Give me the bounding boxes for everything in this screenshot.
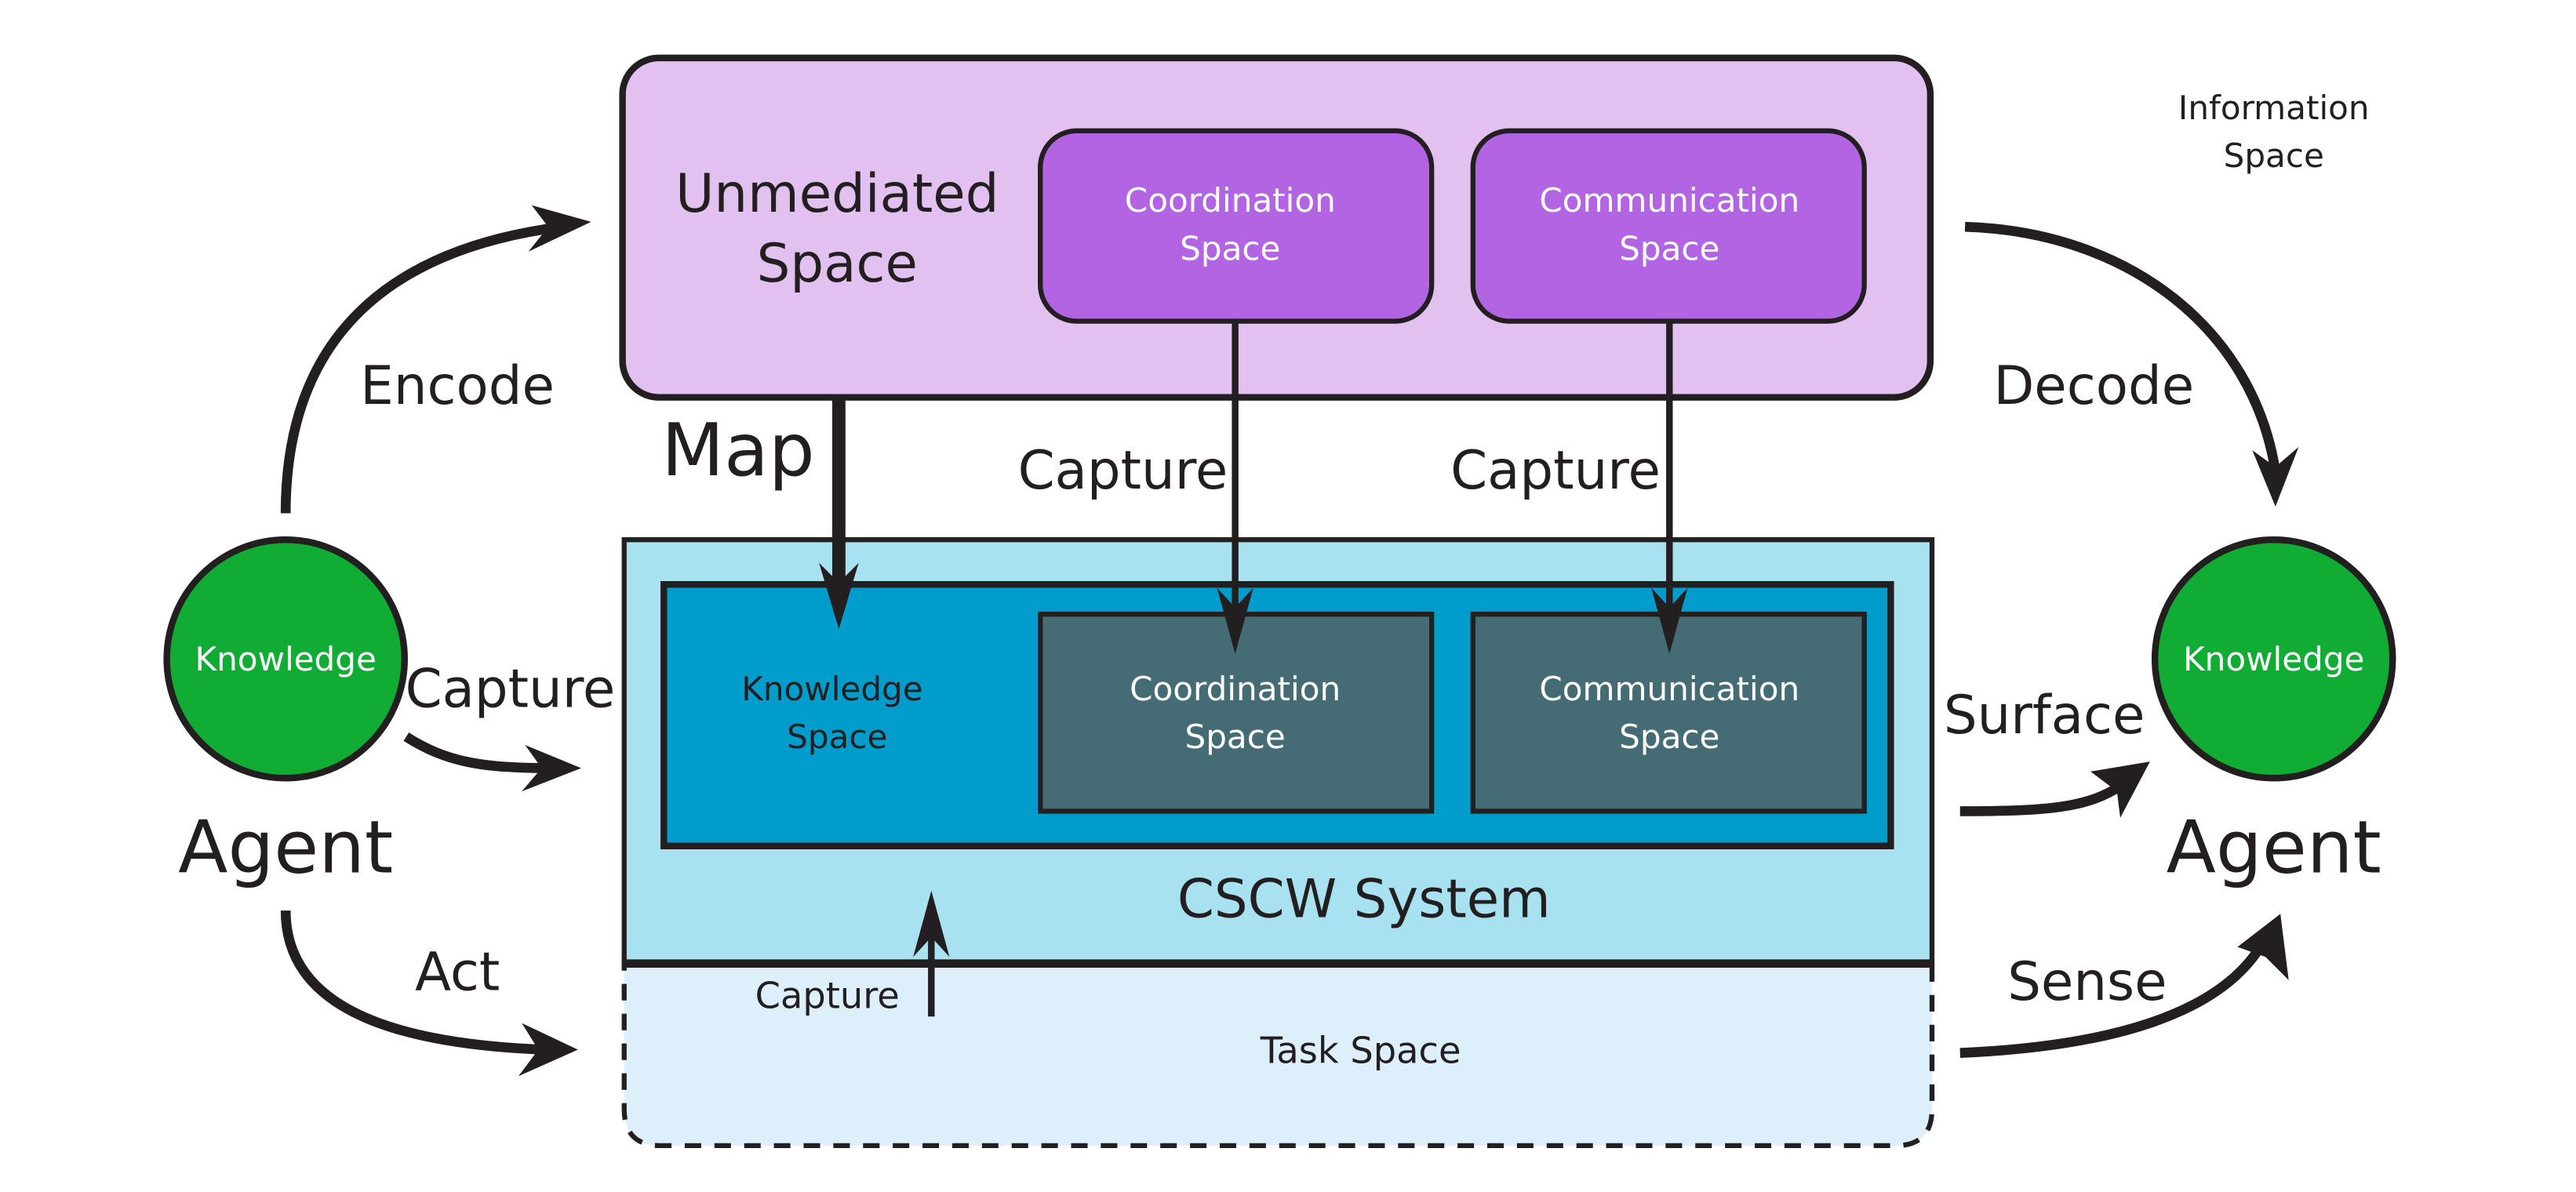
capture-coordination-arrow: Capture (1018, 321, 1253, 654)
unmediated-communication-label-line2: Space (1619, 229, 1719, 267)
right-agent-knowledge-label: Knowledge (2183, 640, 2364, 678)
cscw-system: CSCW System Knowledge Space Coordination… (621, 537, 1935, 968)
task-space-label: Task Space (1260, 1029, 1461, 1071)
map-arrow: Map (661, 397, 859, 630)
cscw-coordination-label-line1: Coordination (1130, 670, 1341, 708)
capture-task-label: Capture (755, 975, 900, 1017)
unmediated-communication-label-line1: Communication (1539, 181, 1799, 220)
cscw-coordination-label-line2: Space (1184, 718, 1285, 756)
knowledge-node (2151, 536, 2396, 782)
arrowhead-icon (819, 562, 859, 630)
left-agent-knowledge-label: Knowledge (195, 640, 376, 678)
capture-communication-label: Capture (1450, 439, 1661, 501)
left-agent-label: Agent (178, 805, 393, 889)
right-agent: Knowledge Agent (2151, 536, 2396, 890)
unmediated-coordination-label-line2: Space (1180, 229, 1280, 267)
map-label: Map (661, 408, 814, 492)
sense-arrow: Sense (1959, 914, 2289, 1058)
knowledge-space-label-line2: Space (787, 718, 887, 756)
act-arrow: Act (280, 910, 578, 1077)
task-space: Task Space (621, 962, 1935, 1149)
cscw-communication-label-line1: Communication (1539, 670, 1799, 708)
surface-arrow: Surface (1944, 684, 2150, 818)
encode-label: Encode (360, 354, 555, 416)
act-label: Act (415, 940, 500, 1002)
svg-text:Information: Information (2178, 89, 2370, 127)
unmediated-space-label-line2: Space (757, 232, 918, 294)
arrowhead-icon (522, 745, 582, 792)
arrowhead-icon (1217, 587, 1253, 654)
capture-communication-arrow: Capture (1450, 321, 1688, 654)
encode-arrow: Encode (280, 205, 591, 514)
cscw-communication-label-line2: Space (1619, 718, 1719, 756)
arrowhead-icon (913, 890, 950, 958)
capture-left-arrow: Capture (403, 657, 616, 792)
capture-coordination-label: Capture (1018, 439, 1228, 501)
unmediated-communication-space: Communication Space (1470, 128, 1867, 324)
unmediated-space-label-line1: Unmediated (675, 162, 999, 224)
arrowhead-icon (518, 1023, 578, 1077)
unmediated-coordination-label-line1: Coordination (1125, 181, 1336, 220)
arrowhead-icon (2090, 761, 2150, 818)
capture-task-arrow: Capture (755, 890, 950, 1017)
capture-left-label: Capture (406, 657, 616, 719)
decode-label: Decode (1993, 354, 2194, 416)
svg-text:Space: Space (2224, 136, 2324, 175)
knowledge-space-label-line1: Knowledge (741, 670, 922, 708)
information-space-label: Information Space (2178, 89, 2370, 175)
cscw-system-label: CSCW System (1177, 867, 1551, 929)
decode-arrow: Decode (1964, 221, 2299, 507)
unmediated-coordination-space: Coordination Space (1038, 128, 1435, 324)
right-agent-label: Agent (2167, 805, 2381, 889)
arrowhead-icon (1651, 587, 1688, 654)
left-agent: Knowledge Agent (163, 536, 408, 890)
surface-label: Surface (1944, 684, 2145, 746)
unmediated-space: Unmediated Space Coordination Space Comm… (619, 54, 1934, 401)
arrowhead-icon (2252, 447, 2299, 507)
arrowhead-icon (528, 205, 591, 252)
sense-label: Sense (2007, 950, 2167, 1012)
knowledge-node (163, 536, 408, 782)
arrowhead-icon (2237, 914, 2289, 980)
